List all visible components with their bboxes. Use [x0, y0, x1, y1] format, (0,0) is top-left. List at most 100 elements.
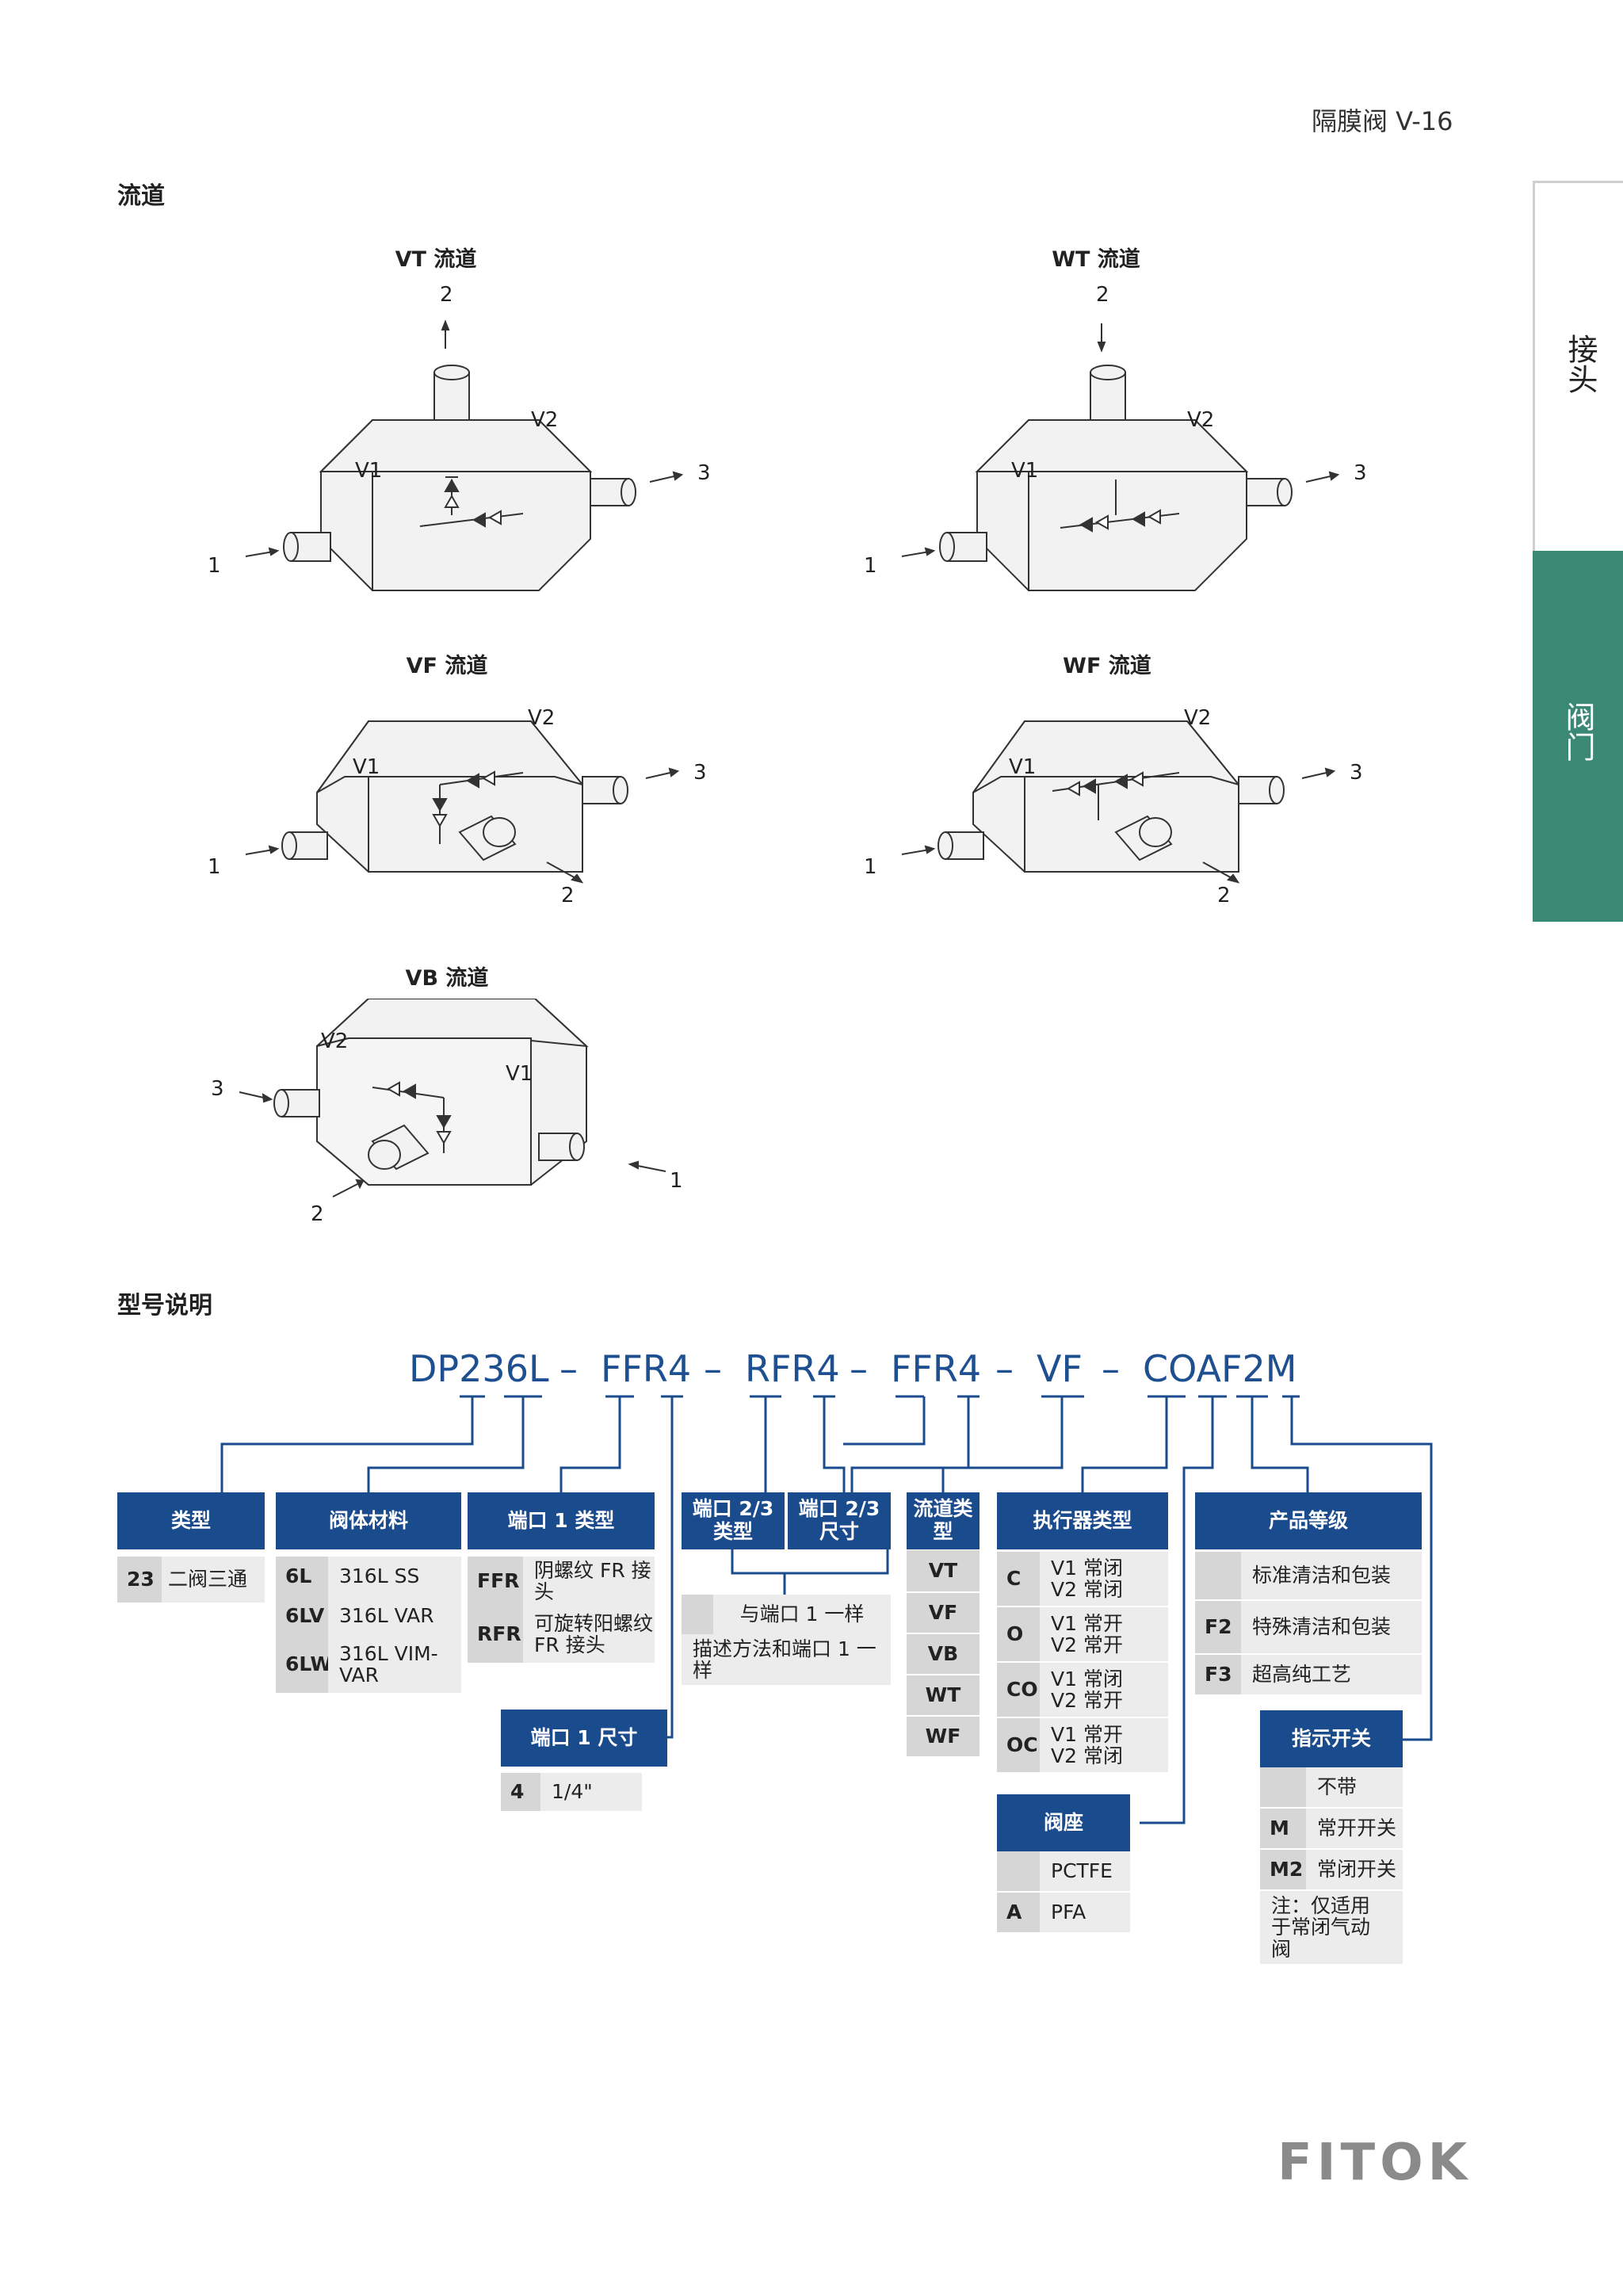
diagram-title-wf: WF 流道 — [1063, 654, 1151, 678]
code-part-port3: FFR4 — [891, 1347, 982, 1390]
port1-type-header: 端口 1 类型 — [468, 1492, 655, 1549]
body-material-code-6lv: 6LV — [276, 1596, 328, 1636]
code-dash: – — [850, 1347, 868, 1390]
side-tab-fittings[interactable]: 接头 — [1533, 181, 1623, 551]
seat-code-default — [997, 1851, 1040, 1891]
port23-row2-desc: 描述方法和端口 1 一样 — [682, 1634, 891, 1685]
vf-label-2: 2 — [561, 884, 575, 907]
side-tab-valves[interactable]: 阀门 — [1533, 551, 1623, 922]
actuator-code-o: O — [997, 1607, 1040, 1661]
port1-size-header: 端口 1 尺寸 — [501, 1710, 667, 1767]
actuator-code-c: C — [997, 1552, 1040, 1606]
wt-label-1: 1 — [864, 554, 877, 578]
grade-desc-uhp: 超高纯工艺 — [1241, 1655, 1422, 1694]
seat-header: 阀座 — [997, 1794, 1130, 1851]
port1-type-desc-rfr: 可旋转阳螺纹 FR 接头 — [523, 1606, 655, 1663]
body-material-desc-6lw: 316L VIM-VAR — [328, 1636, 461, 1693]
wt-label-3: 3 — [1354, 461, 1367, 485]
diagram-title-vt: VT 流道 — [395, 247, 477, 272]
wf-label-v1: V1 — [1009, 755, 1036, 779]
grade-header: 产品等级 — [1195, 1492, 1422, 1549]
actuator-code-oc: OC — [997, 1718, 1040, 1772]
model-section-title: 型号说明 — [117, 1292, 212, 1320]
grade-code-f3: F3 — [1195, 1655, 1241, 1694]
page-header-title: 隔膜阀 V-16 — [1312, 106, 1453, 136]
vf-label-3: 3 — [693, 761, 707, 785]
vf-label-1: 1 — [208, 855, 221, 879]
indicator-header: 指示开关 — [1260, 1710, 1403, 1767]
grade-code-default — [1195, 1552, 1241, 1599]
actuator-desc-c: V1 常闭 V2 常闭 — [1040, 1552, 1168, 1606]
vf-label-v2: V2 — [528, 706, 555, 730]
indicator-code-m: M — [1260, 1809, 1306, 1848]
vb-flow-diagram: V2 V1 3 1 2 — [211, 999, 683, 1226]
actuator-header: 执行器类型 — [997, 1492, 1168, 1549]
actuator-desc-co: V1 常闭 V2 常开 — [1040, 1663, 1168, 1717]
wf-label-1: 1 — [864, 855, 877, 879]
vb-label-v1: V1 — [506, 1062, 533, 1086]
grade-desc-standard: 标准清洁和包装 — [1241, 1552, 1422, 1599]
body-material-header: 阀体材料 — [276, 1492, 461, 1549]
flow-section-title: 流道 — [117, 182, 165, 210]
vt-label-2: 2 — [440, 283, 453, 307]
vb-label-2: 2 — [311, 1202, 324, 1226]
code-dash: – — [559, 1347, 578, 1390]
actuator-desc-oc: V1 常开 V2 常闭 — [1040, 1718, 1168, 1772]
port1-size-desc-4: 1/4" — [540, 1773, 642, 1811]
flow-type-vb: VB — [907, 1634, 980, 1674]
wt-flow-diagram: 2 V2 V1 3 1 — [864, 283, 1367, 591]
vt-label-v1: V1 — [355, 459, 382, 483]
port1-type-code-rfr: RFR — [468, 1606, 523, 1663]
port1-type-desc-ffr: 阴螺纹 FR 接头 — [523, 1557, 655, 1606]
actuator-desc-o: V1 常开 V2 常开 — [1040, 1607, 1168, 1661]
type-header: 类型 — [117, 1492, 265, 1549]
port23-row1-code — [682, 1595, 713, 1634]
side-tab-fittings-label: 接头 — [1563, 334, 1598, 394]
model-code: DP236L – FFR4 – RFR4 – FFR4 – VF – COAF2… — [0, 1347, 1623, 1403]
grade-code-f2: F2 — [1195, 1601, 1241, 1653]
vb-label-3: 3 — [211, 1077, 224, 1101]
seat-desc-pfa: PFA — [1040, 1893, 1130, 1932]
vb-label-1: 1 — [670, 1169, 683, 1193]
wf-label-3: 3 — [1350, 761, 1363, 785]
body-material-code-6lw: 6LW — [276, 1636, 332, 1693]
vt-label-v2: V2 — [531, 408, 558, 432]
diagram-title-vf: VF 流道 — [406, 654, 488, 678]
flow-type-wf: WF — [907, 1717, 980, 1756]
diagram-title-wt: WT 流道 — [1052, 247, 1140, 272]
port23-size-header: 端口 2/3 尺寸 — [788, 1492, 891, 1549]
code-part-flow: VF — [1037, 1347, 1083, 1390]
port23-type-header: 端口 2/3 类型 — [682, 1492, 785, 1549]
indicator-desc-m: 常开开关 — [1306, 1809, 1403, 1848]
grade-desc-special: 特殊清洁和包装 — [1241, 1601, 1422, 1653]
port1-type-code-ffr: FFR — [468, 1557, 523, 1606]
code-part-base: DP236L — [409, 1347, 549, 1390]
code-dash: – — [1102, 1347, 1120, 1390]
indicator-note: 注：仅适用于常闭气动阀 — [1260, 1891, 1403, 1964]
indicator-desc-m2: 常闭开关 — [1306, 1850, 1403, 1889]
body-material-desc-6lv: 316L VAR — [328, 1596, 461, 1636]
indicator-desc-none: 不带 — [1306, 1767, 1403, 1807]
code-part-port1: FFR4 — [601, 1347, 692, 1390]
flow-type-vt: VT — [907, 1550, 980, 1591]
wt-label-v1: V1 — [1011, 459, 1038, 483]
vf-label-v1: V1 — [353, 755, 380, 779]
body-material-desc-6l: 316L SS — [328, 1557, 461, 1596]
body-material-code-6l: 6L — [276, 1557, 328, 1596]
vf-flow-diagram: V2 V1 3 1 2 — [208, 706, 707, 907]
port23-row1-desc: 与端口 1 一样 — [713, 1595, 891, 1634]
code-dash: – — [995, 1347, 1014, 1390]
diagram-title-vb: VB 流道 — [405, 966, 489, 991]
indicator-code-none — [1260, 1767, 1306, 1807]
type-code-23: 23 — [117, 1557, 162, 1603]
side-tab-valves-label: 阀门 — [1560, 701, 1595, 762]
actuator-code-co: CO — [997, 1663, 1040, 1717]
wf-label-2: 2 — [1217, 884, 1231, 907]
flow-type-header: 流道类型 — [907, 1492, 980, 1549]
seat-code-a: A — [997, 1893, 1040, 1932]
wt-label-2: 2 — [1096, 283, 1109, 307]
seat-desc-pctfe: PCTFE — [1040, 1851, 1130, 1891]
vt-flow-diagram: 2 V2 V1 3 1 — [208, 283, 711, 591]
code-dash: – — [704, 1347, 722, 1390]
